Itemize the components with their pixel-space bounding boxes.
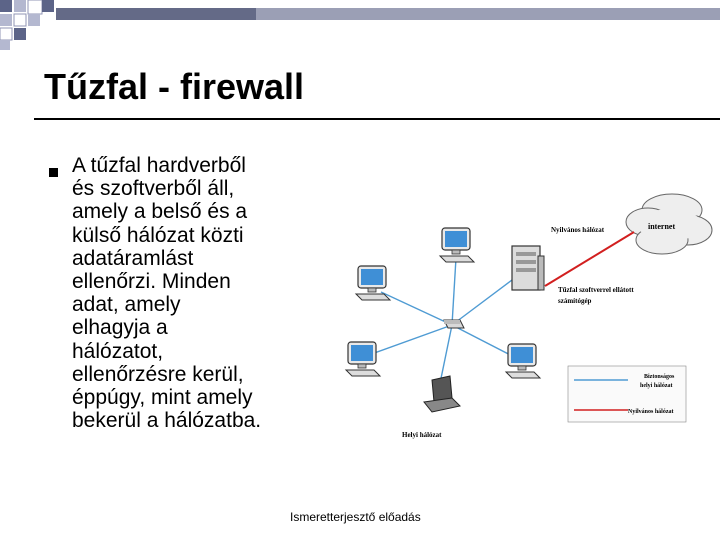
body-line: éppúgy, mint amely — [72, 386, 253, 410]
computer-icon — [505, 343, 541, 379]
body-line: elhagyja a — [72, 316, 168, 340]
legend-secure-label-line1: Biztonságos — [644, 374, 675, 380]
computer-icon — [345, 341, 381, 377]
slide-footer: Ismeretterjesztő előadás — [290, 510, 421, 524]
header-decoration — [0, 0, 720, 50]
title-divider — [34, 118, 720, 120]
diagram-legend — [567, 365, 687, 423]
bullet-square-icon — [49, 168, 58, 177]
body-line: ellenőrzésre kerül, — [72, 362, 244, 386]
public-network-label: Nyilvános hálózat — [551, 226, 605, 234]
firewall-label-line2: számítógép — [558, 297, 592, 305]
firewall-server-icon — [511, 245, 545, 291]
body-line: adat, amely — [72, 293, 181, 317]
internet-label: internet — [648, 222, 675, 231]
network-hub-icon — [443, 319, 465, 329]
body-text: A tűzfal hardverből és szoftverből áll, … — [72, 154, 342, 432]
body-line: ellenőrzi. Minden — [72, 270, 231, 294]
public-network-link — [544, 231, 635, 287]
computer-icon — [439, 227, 475, 263]
local-network-label: Helyi hálózat — [402, 431, 442, 439]
legend-public-label: Nyilvános hálózat — [628, 409, 674, 415]
body-line: A tűzfal hardverből — [72, 154, 246, 177]
legend-secure-label-line2: helyi hálózat — [640, 383, 673, 389]
internet-cloud-icon — [625, 193, 713, 255]
body-line: hálózatot, — [72, 339, 164, 363]
body-line: adatáramlást — [72, 246, 194, 270]
slide-title: Tűzfal - firewall — [44, 66, 305, 107]
computer-icon — [355, 265, 391, 301]
firewall-label-line1: Tűzfal szoftverrel ellátott — [558, 286, 634, 294]
body-line: és szoftverből áll, — [72, 177, 235, 201]
firewall-network-diagram: internet Nyilvános hálózat Tűzfal szoftv… — [345, 193, 713, 439]
body-line: külső hálózat közti — [72, 223, 244, 247]
body-line: bekerül a hálózatba. — [72, 409, 262, 433]
laptop-icon — [423, 375, 462, 413]
body-line: amely a belső és a — [72, 200, 248, 224]
